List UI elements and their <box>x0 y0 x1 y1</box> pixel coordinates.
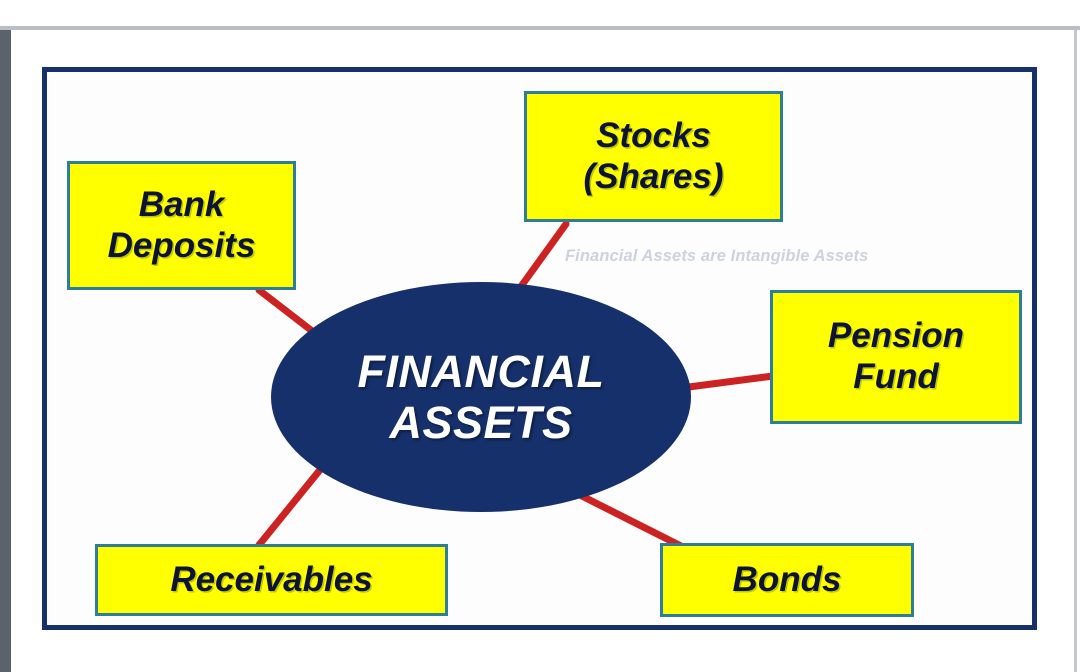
node-receivables[interactable]: Receivables <box>95 544 448 616</box>
diagram-canvas: Financial Assets are Intangible Assets F… <box>47 72 1032 625</box>
connector-receivables <box>255 456 332 549</box>
connector-stocks <box>513 220 570 296</box>
node-receivables-line-1: Receivables <box>170 559 373 599</box>
node-center-line-2: ASSETS <box>389 397 573 448</box>
connector-bank-deposits <box>255 286 320 338</box>
watermark-text: Financial Assets are Intangible Assets <box>565 247 869 265</box>
node-stocks-line-1: Stocks <box>596 115 711 155</box>
connector-pension-fund <box>677 372 777 392</box>
diagram-frame: Financial Assets are Intangible Assets F… <box>42 67 1037 630</box>
node-bank-deposits-line-1: Bank <box>138 184 225 224</box>
node-pension-fund-line-2: Fund <box>853 357 939 396</box>
node-center-line-1: FINANCIAL <box>357 345 605 397</box>
node-bonds[interactable]: Bonds <box>660 543 914 617</box>
node-financial-assets[interactable]: FINANCIAL ASSETS <box>271 282 691 512</box>
node-bank-deposits[interactable]: Bank Deposits <box>67 161 296 290</box>
top-divider-rule <box>0 26 1080 30</box>
node-bank-deposits-line-2: Deposits <box>107 225 256 265</box>
right-edge-rule <box>1074 30 1077 672</box>
left-gutter-bar <box>0 30 11 672</box>
node-stocks[interactable]: Stocks (Shares) <box>524 91 783 222</box>
node-stocks-line-2: (Shares) <box>583 156 724 196</box>
node-pension-fund-line-1: Pension <box>827 316 965 356</box>
node-pension-fund[interactable]: Pension Fund <box>770 290 1022 424</box>
node-bonds-line-1: Bonds <box>732 559 842 599</box>
